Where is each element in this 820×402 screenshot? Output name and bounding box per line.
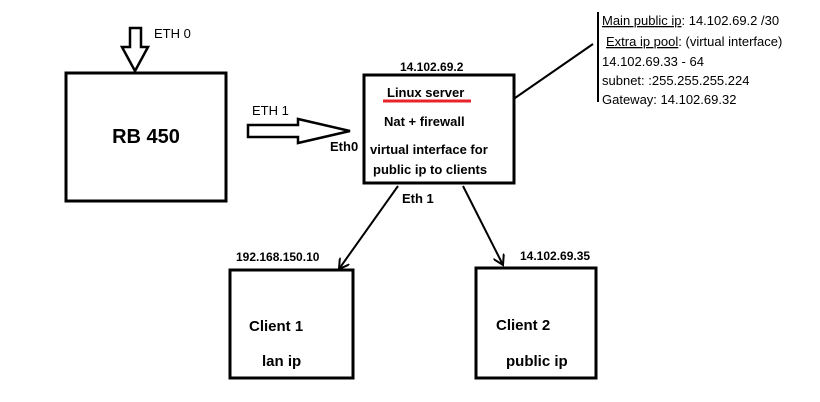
client2-ip: 14.102.69.35 bbox=[520, 249, 590, 263]
notes-pool-label: Extra ip pool bbox=[606, 34, 678, 49]
notes-connector-line bbox=[514, 43, 594, 99]
eth1-link-arrow bbox=[246, 117, 351, 145]
client1-desc: lan ip bbox=[262, 353, 301, 370]
server-line-2: virtual interface for bbox=[370, 142, 488, 157]
server-to-client2-arrow bbox=[462, 185, 503, 265]
server-ip: 14.102.69.2 bbox=[400, 60, 464, 74]
notes-main-value: : 14.102.69.2 /30 bbox=[682, 13, 780, 28]
client2-name: Client 2 bbox=[496, 317, 550, 334]
eth1-router-label: ETH 1 bbox=[252, 103, 289, 118]
router-box bbox=[64, 71, 228, 203]
notes-extra-pool: Extra ip pool: (virtual interface) bbox=[606, 34, 782, 49]
client1-box bbox=[228, 268, 355, 380]
client1-name: Client 1 bbox=[249, 318, 303, 335]
router-name: RB 450 bbox=[112, 126, 180, 148]
notes-gateway: Gateway: 14.102.69.32 bbox=[602, 92, 736, 107]
server-title: Linux server bbox=[387, 85, 464, 100]
client2-desc: public ip bbox=[506, 353, 568, 370]
server-box bbox=[362, 73, 516, 185]
server-line-1: Nat + firewall bbox=[384, 114, 465, 129]
eth0-inbound-arrow bbox=[119, 26, 151, 74]
notes-pool-value: : (virtual interface) bbox=[678, 34, 782, 49]
notes-main-ip: Main public ip: 14.102.69.2 /30 bbox=[602, 13, 779, 28]
notes-range: 14.102.69.33 - 64 bbox=[602, 54, 704, 69]
notes-main-label: Main public ip bbox=[602, 13, 682, 28]
eth0-top-label: ETH 0 bbox=[154, 26, 191, 41]
server-line-3: public ip to clients bbox=[373, 162, 487, 177]
client2-box bbox=[474, 266, 598, 380]
eth0-server-label: Eth0 bbox=[330, 139, 358, 154]
server-to-client1-arrow bbox=[339, 185, 399, 269]
notes-subnet: subnet: :255.255.255.224 bbox=[602, 73, 749, 88]
client1-ip: 192.168.150.10 bbox=[236, 250, 320, 264]
eth1-server-label: Eth 1 bbox=[402, 191, 434, 206]
